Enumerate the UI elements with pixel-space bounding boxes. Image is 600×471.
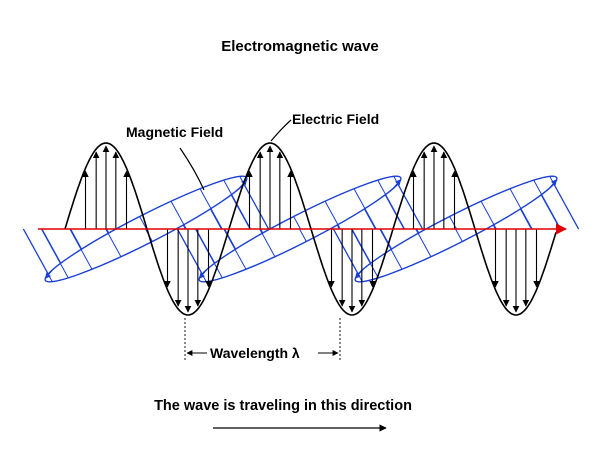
magnetic-hatch (397, 183, 423, 230)
magnetic-hatch (449, 216, 457, 230)
magnetic-hatch (455, 228, 463, 242)
magnetic-field-loop (332, 175, 580, 283)
magnetic-hatch (41, 228, 62, 264)
magnetic-hatch (139, 216, 147, 230)
wavelength-label: Wavelength λ (210, 345, 300, 361)
magnetic-field-leader (179, 147, 205, 191)
magnetic-hatch (199, 188, 223, 230)
magnetic-hatch (195, 228, 216, 264)
diagram-title: Electromagnetic wave (221, 38, 379, 55)
magnetic-hatch (176, 228, 207, 282)
magnetic-vector (198, 269, 208, 279)
magnetic-hatch (230, 194, 251, 230)
magnetic-hatch (415, 228, 432, 257)
magnetic-hatch (519, 208, 532, 230)
magnetic-hatch (170, 201, 187, 230)
magnetic-hatch (22, 228, 53, 282)
magnetic-hatch (293, 216, 301, 230)
magnetic-hatch (69, 228, 93, 270)
magnetic-hatch (40, 228, 69, 279)
magnetic-hatch (299, 228, 307, 242)
magnetic-hatch (380, 228, 393, 250)
direction-caption: The wave is traveling in this direction (154, 398, 412, 414)
magnetic-hatch (259, 228, 276, 257)
magnetic-hatch (377, 179, 406, 230)
magnetic-vector (548, 179, 558, 189)
magnetic-hatch (209, 208, 222, 230)
magnetic-hatch (353, 188, 377, 230)
magnetic-hatch (533, 179, 562, 230)
magnetic-hatch (480, 201, 497, 230)
magnetic-field-label: Magnetic Field (126, 124, 224, 140)
magnetic-hatch (224, 228, 237, 250)
magnetic-hatch (350, 228, 379, 279)
magnetic-hatch (379, 228, 403, 270)
magnetic-hatch (540, 194, 561, 230)
magnetic-hatch (105, 228, 122, 257)
magnetic-field-wave (22, 175, 580, 283)
magnetic-hatch (332, 228, 363, 282)
electric-field-vectors (82, 145, 540, 313)
magnetic-hatch (324, 201, 341, 230)
magnetic-vector (392, 179, 402, 189)
electric-field-leader (270, 119, 292, 142)
electric-field-label: Electric Field (292, 111, 380, 127)
magnetic-hatch (509, 188, 533, 230)
magnetic-hatch (553, 183, 579, 230)
magnetic-vector (44, 269, 54, 279)
magnetic-hatch (243, 183, 269, 230)
magnetic-hatch (384, 194, 405, 230)
magnetic-hatch (70, 228, 83, 250)
magnetic-hatch (363, 208, 376, 230)
